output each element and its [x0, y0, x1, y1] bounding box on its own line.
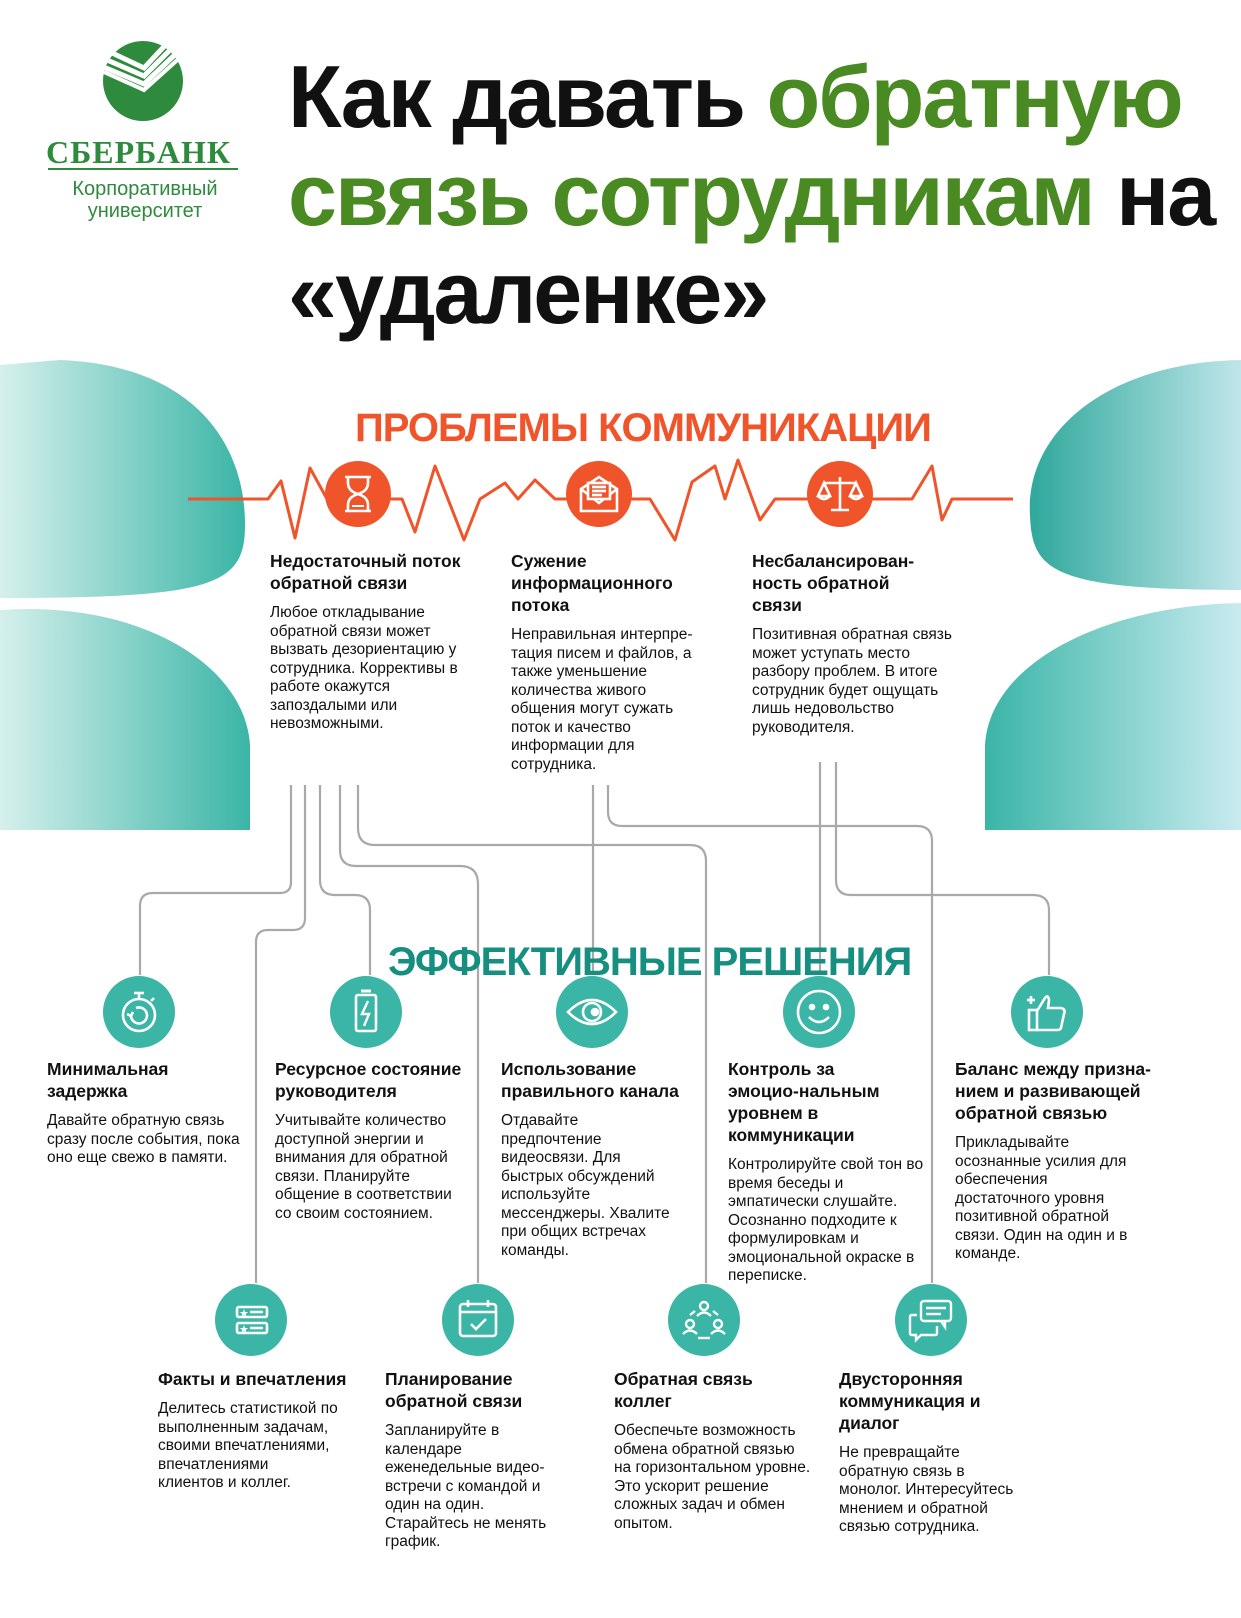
solution-text: Не превращайте обратную связь в монолог.…	[839, 1444, 1014, 1535]
solution-text: Отдавайте предпочтение видеосвязи. Для б…	[501, 1112, 670, 1259]
solution-title: Баланс между призна-нием и развивающей о…	[955, 1059, 1151, 1123]
problems-heading: ПРОБЛЕМЫ КОММУНИКАЦИИ	[355, 406, 932, 450]
svg-text:★: ★	[239, 1307, 249, 1320]
solution-title: Обратная связь коллег	[614, 1369, 753, 1411]
solution-card-2: Ресурсное состояние руководителя Учитыва…	[275, 1058, 480, 1223]
solution-text: Учитывайте количество доступной энергии …	[275, 1112, 452, 1222]
problem-text: Любое откладывание обратной связи может …	[270, 604, 458, 732]
eye-icon	[556, 976, 628, 1048]
left-top-shape	[0, 360, 245, 598]
envelope-icon	[566, 461, 632, 527]
page-title: Как давать обратную связь сотрудникам на…	[288, 48, 1228, 342]
right-bottom-shape	[985, 603, 1241, 830]
solution-title: Двусторонняя коммуникация и диалог	[839, 1369, 981, 1433]
right-top-shape	[1029, 360, 1241, 590]
scales-icon	[807, 461, 873, 527]
problem-text: Неправильная интерпре-тация писем и файл…	[511, 626, 693, 773]
title-part-1: Как давать	[288, 47, 767, 146]
solution-text: Контролируйте свой тон во время беседы и…	[728, 1156, 924, 1284]
stopwatch-icon	[103, 976, 175, 1048]
thumbs-up-icon	[1011, 976, 1083, 1048]
sber-logo-icon	[103, 38, 186, 121]
solution-title: Ресурсное состояние руководителя	[275, 1059, 462, 1101]
title-part-3: на «удаленке»	[288, 145, 1216, 342]
chat-bubbles-icon	[895, 1284, 967, 1356]
problem-card-3: Несбалансирован-ность обратной связи Поз…	[752, 550, 957, 737]
problem-title: Сужение информационного потока	[511, 551, 673, 615]
bank-name: СБЕРБАНК	[46, 134, 232, 170]
logo-subtitle-1: Корпоративный	[72, 178, 218, 200]
solution-card-1: Минимальная задержка Давайте обратную св…	[47, 1058, 257, 1168]
list-stars-icon: ★★	[215, 1284, 287, 1356]
solution-title: Контроль за эмоцио-нальным уровнем в ком…	[728, 1059, 880, 1145]
problem-card-1: Недостаточный поток обратной связи Любое…	[270, 550, 475, 734]
logo-underline	[48, 168, 238, 170]
solution-card-9: Двусторонняя коммуникация и диалог Не пр…	[839, 1368, 1044, 1537]
problem-title: Недостаточный поток обратной связи	[270, 551, 461, 593]
solution-card-5: Баланс между призна-нием и развивающей о…	[955, 1058, 1165, 1264]
solution-text: Обеспечьте возможность обмена обратной с…	[614, 1422, 811, 1532]
smiley-icon	[783, 976, 855, 1048]
solution-card-8: Обратная связь коллег Обеспечьте возможн…	[614, 1368, 819, 1533]
solution-text: Запланируйте в календаре еженедельные ви…	[385, 1422, 547, 1550]
hourglass-icon	[325, 461, 391, 527]
solution-card-4: Контроль за эмоцио-нальным уровнем в ком…	[728, 1058, 938, 1286]
problem-card-2: Сужение информационного потока Неправиль…	[511, 550, 721, 774]
team-circle-icon	[668, 1284, 740, 1356]
solution-title: Минимальная задержка	[47, 1059, 169, 1101]
solution-title: Использование правильного канала	[501, 1059, 679, 1101]
calendar-check-icon	[442, 1284, 514, 1356]
solution-text: Прикладывайте осознанные усилия для обес…	[955, 1134, 1128, 1262]
problem-title: Несбалансирован-ность обратной связи	[752, 551, 915, 615]
solution-text: Делитесь статистикой по выполненным зада…	[158, 1400, 338, 1491]
battery-icon	[330, 976, 402, 1048]
solution-title: Факты и впечатления	[158, 1369, 347, 1389]
solution-card-7: Планирование обратной связи Запланируйте…	[385, 1368, 590, 1552]
connector-lines	[138, 762, 1051, 1283]
solution-card-3: Использование правильного канала Отдавай…	[501, 1058, 706, 1260]
left-bottom-shape	[0, 608, 250, 830]
svg-text:★: ★	[239, 1323, 249, 1336]
logo-subtitle-2: университет	[87, 200, 203, 222]
solution-title: Планирование обратной связи	[385, 1369, 523, 1411]
problem-text: Позитивная обратная связь может уступать…	[752, 626, 952, 736]
solution-card-6: Факты и впечатления Делитесь статистикой…	[158, 1368, 368, 1493]
title-part-green: обратную связь сотрудникам	[288, 47, 1184, 244]
solution-text: Давайте обратную связь сразу после событ…	[47, 1112, 240, 1166]
